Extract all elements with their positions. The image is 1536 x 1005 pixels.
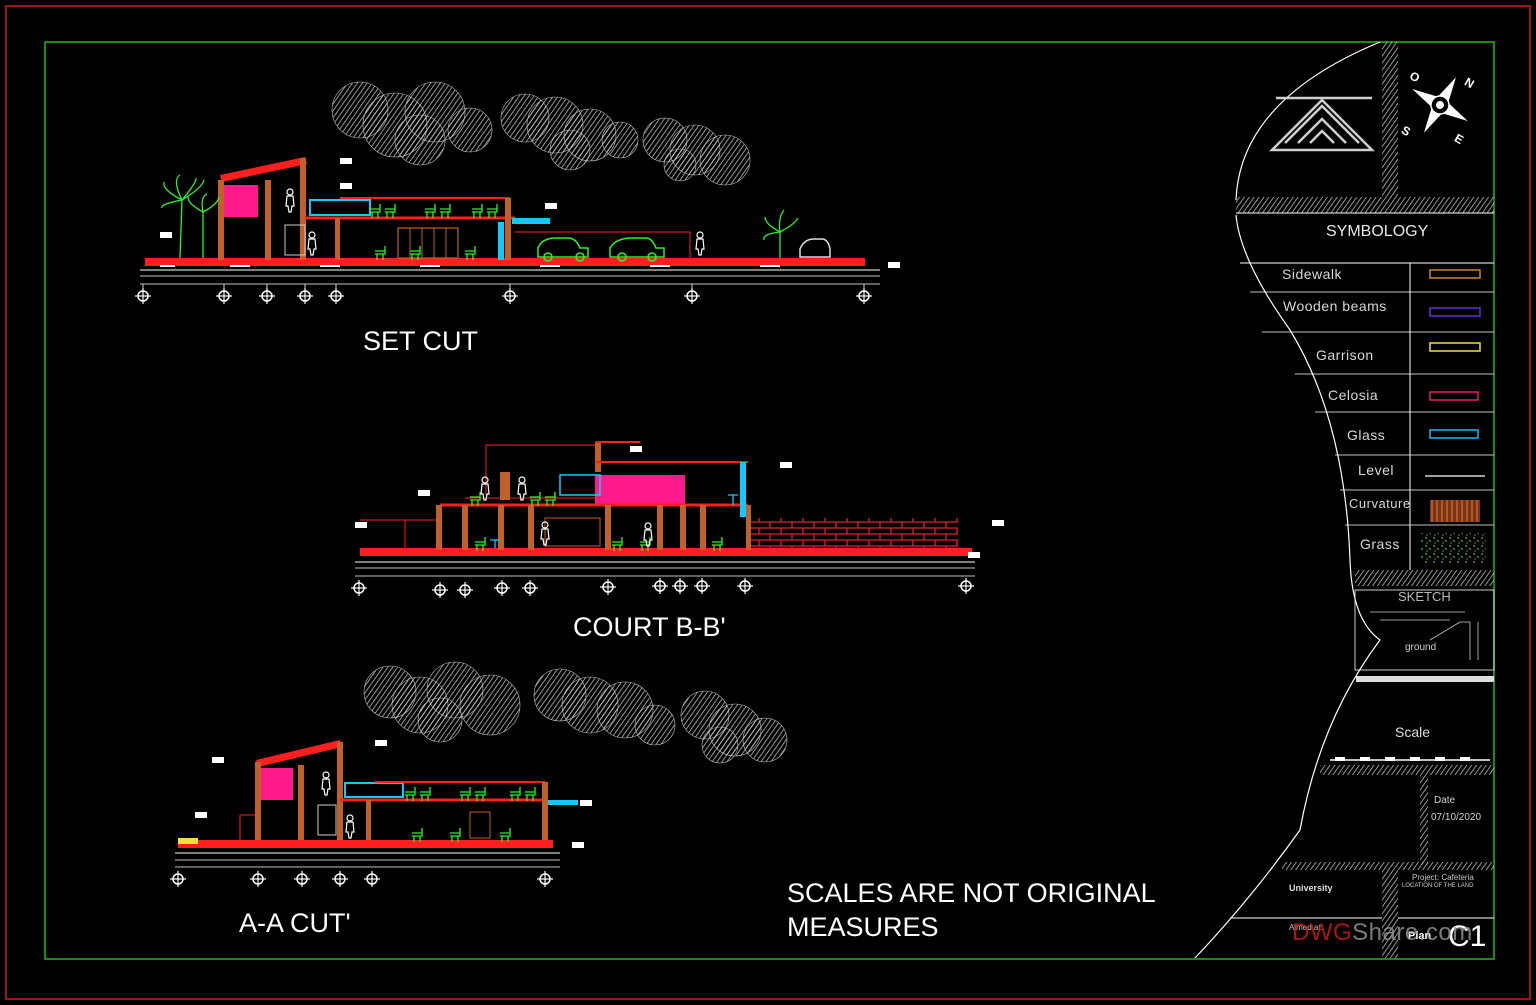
scale-disclaimer-line-2: MEASURES [787, 912, 939, 942]
watermark: DWGShare.com [1292, 919, 1473, 947]
compass-rose-icon [1412, 77, 1468, 133]
swatch-grass [1420, 533, 1486, 563]
sheet-number: C1 [1448, 920, 1487, 953]
swatch-curvature [1430, 500, 1480, 522]
symbology-label-glass: Glass [1347, 427, 1386, 443]
grid-axes-court-bb [350, 577, 975, 599]
clouds-aa-cut [363, 661, 788, 764]
scale-label: Scale [1395, 724, 1431, 740]
swatch-wooden-beams [1429, 307, 1481, 317]
date-label: Date [1434, 795, 1456, 806]
clouds-set-cut [331, 81, 751, 186]
cars [537, 237, 831, 262]
title-panel-divider-vertical [1382, 42, 1398, 197]
symbology-label-level: Level [1358, 462, 1394, 478]
set-cut-drawing [134, 81, 900, 305]
swatch-garrison [1429, 342, 1481, 352]
location-label: LOCATION OF THE LAND [1402, 883, 1474, 889]
symbology-label-grass: Grass [1360, 536, 1400, 552]
watermark-share: Share.com [1352, 919, 1473, 946]
symbology-label-celosia: Celosia [1328, 387, 1379, 403]
symbology-title: SYMBOLOGY [1326, 223, 1429, 240]
grid-axes-set-cut [134, 287, 873, 305]
symbology-label-garrison: Garrison [1316, 347, 1374, 363]
watermark-dwg: DWG [1292, 919, 1353, 946]
date-value: 07/10/2020 [1431, 812, 1482, 823]
sketch-title: SKETCH [1398, 589, 1451, 604]
swatch-glass [1429, 429, 1479, 439]
studio-logo [1268, 96, 1376, 152]
symbology-label-curvature: Curvature [1349, 496, 1411, 511]
sketch-ground-label: ground [1405, 642, 1437, 653]
palm-trees [161, 174, 799, 259]
university-label: University [1289, 883, 1333, 893]
grid-axes-aa-cut [169, 870, 554, 888]
section-title-set-cut: SET CUT [363, 326, 479, 356]
aimed-at-label: Aimed at: [1289, 923, 1323, 932]
section-title-court-bb: COURT B-B' [573, 612, 726, 642]
section-title-aa-cut: A-A CUT' [239, 908, 351, 938]
outer-frame [5, 5, 1531, 1000]
symbology-label-wooden-beams: Wooden beams [1283, 298, 1387, 314]
scale-bar [1330, 757, 1490, 761]
swatch-sidewalk [1429, 269, 1481, 279]
aa-cut-drawing [169, 661, 788, 888]
title-panel [1194, 41, 1495, 959]
symbology-swatches [1420, 269, 1486, 563]
swatch-celosia [1429, 391, 1479, 401]
inner-frame [44, 41, 1495, 960]
court-bb-drawing [350, 441, 1004, 599]
scale-disclaimer-line-1: SCALES ARE NOT ORIGINAL [787, 878, 1156, 908]
plan-label: Plan [1408, 930, 1432, 942]
symbology-label-sidewalk: Sidewalk [1282, 266, 1343, 282]
project-label: Project: Cafeteria [1412, 873, 1474, 882]
